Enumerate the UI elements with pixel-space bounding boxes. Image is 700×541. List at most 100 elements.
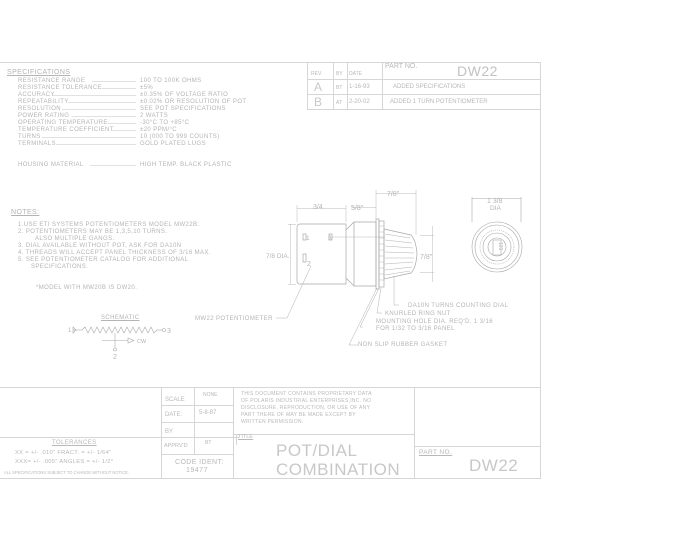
note-line: 4. THREADS WILL ACCEPT PANEL THICKNESS O…: [18, 250, 211, 256]
rev-date: 2-20-02: [349, 99, 370, 105]
dim-face-dia-bottom: DIA: [490, 205, 502, 212]
spec-label: TURNS: [18, 134, 41, 140]
spec-label: RESISTANCE TOLERANCE: [18, 85, 103, 91]
tolerances-line-1: XX = +/- .010" FRACT. = +/- 1/64": [15, 450, 112, 456]
spec-value: ±0.02% OR RESOLUTION OF POT: [140, 99, 247, 105]
title-label: TITLE: [238, 434, 253, 440]
proprietary-line: WRITTEN PERMISSION.: [241, 419, 304, 425]
rev-description: ADDED 1 TURN POTENTIOMETER: [390, 99, 488, 105]
counting-dial: [383, 228, 418, 280]
spec-value: ±5%: [140, 85, 154, 91]
counter-window: [492, 239, 502, 256]
date-header: DATE: [349, 71, 362, 77]
spec-value: 10 (000 TO 999 COUNTS): [140, 134, 220, 140]
by-header: BY: [336, 71, 343, 77]
proprietary-line: OF POLARIS INDUSTRIAL ENTERPRISES,INC. N…: [241, 398, 372, 404]
rev-letter: A: [314, 80, 323, 94]
note-line: 3. DIAL AVAILABLE WITHOUT POT, ASK FOR D…: [18, 243, 182, 249]
dim-body-dia: 7/8 DIA.: [266, 253, 290, 260]
proprietary-line: THIS DOCUMENT CONTAINS PROPRIETARY DATA: [241, 391, 372, 397]
callout-gasket: NON SLIP RUBBER GASKET: [358, 342, 447, 348]
code-ident-label: CODE IDENT:: [175, 459, 224, 466]
by-label: BY: [165, 429, 174, 435]
approved-value: BT: [205, 440, 212, 446]
spec-value: 2 WATTS: [140, 113, 169, 119]
schematic-title: SCHEMATIC: [101, 315, 140, 321]
spec-label: HOUSING MATERIAL: [18, 162, 84, 168]
spec-value: ±20 PPM/°C: [140, 127, 178, 133]
rev-date: 1-16-93: [349, 84, 370, 90]
schematic-pin-1: 1: [68, 328, 72, 334]
rev-header: REV.: [311, 71, 323, 77]
note-line: 1.USE ETI SYSTEMS POTENTIOMETERS MODEL M…: [18, 222, 200, 228]
spec-value: ±0.35% OF VOLTAGE RATIO: [140, 92, 229, 98]
part-no-label: PART NO.: [419, 449, 453, 456]
callout-hole-1: MOUNTING HOLE DIA. REQ'D. 1 3/16: [376, 319, 493, 325]
note-line: 5. SEE POTENTIOMETER CATALOG FOR ADDITIO…: [18, 257, 189, 263]
part-no-value: DW22: [469, 456, 519, 475]
rev-part-no: DW22: [457, 63, 498, 79]
counter-digits: 123: [497, 242, 503, 251]
callout-ring: KNURLED RING NUT: [385, 311, 451, 317]
note-line: SPECIFICATIONS.: [31, 264, 89, 270]
scale-label: SCALE: [165, 397, 185, 403]
dim-body-length: 3/4: [313, 204, 323, 211]
dim-dial-length: 7/8": [387, 191, 400, 198]
resistor-zigzag: [81, 326, 158, 334]
callout-pot: MW22 POTENTIOMETER: [195, 316, 273, 322]
tolerances-heading: TOLERANCES: [52, 440, 97, 446]
notes-heading: NOTES:: [11, 209, 40, 216]
spec-label: RESISTANCE RANGE: [18, 78, 86, 84]
callout-hole-2: FOR 1/32 TO 3/16 PANEL: [376, 326, 455, 332]
note-footnote: *MODEL WITH MW20B IS DW20.: [36, 285, 138, 291]
spec-label: TERMINALS: [18, 141, 56, 147]
note-line: 2. POTENTIOMETERS MAY BE 1,3,5,10 TURNS.: [18, 229, 168, 235]
spec-label: POWER RATING: [18, 113, 70, 119]
date-value: 5-8-87: [199, 410, 217, 416]
rev-letter: B: [314, 95, 323, 109]
title-line-2: COMBINATION: [276, 460, 401, 479]
approved-label: APPRV'D: [164, 443, 188, 449]
code-ident-value: 19477: [186, 467, 208, 474]
front-outer-ring: [471, 221, 523, 273]
dim-dial-height: 7/8": [420, 254, 433, 261]
spec-leader-lines: [42, 81, 136, 166]
dim-face-dia-top: 1 3/8: [487, 198, 503, 205]
specifications-heading: SPECIFICATIONS: [7, 69, 71, 76]
terminal-3-label: 3: [328, 235, 332, 242]
scale-value: NONE: [203, 392, 218, 398]
tolerances-line-2: XXX= +/- .005" ANGLES = +/- 1/2°: [15, 459, 114, 465]
spec-value: 100 TO 100K OHMS: [140, 78, 202, 84]
schematic-pin-2: 2: [113, 354, 117, 361]
spec-label: REPEATABILITY: [18, 99, 69, 105]
outer-frame: [0, 62, 541, 479]
spec-label: TEMPERATURE COEFFICIENT: [18, 127, 114, 133]
spec-value: SEE POT SPECIFICATIONS: [140, 106, 226, 112]
rev-by: BT: [336, 85, 343, 91]
schematic-diagram: 1 3 2 CW: [68, 326, 171, 361]
disclaimer: ALL SPECIFICATIONS SUBJECT TO CHANGE WIT…: [4, 470, 130, 475]
spec-value: -30°C TO +85°C: [140, 120, 190, 126]
spec-label: RESOLUTION: [18, 106, 62, 112]
rev-by: AT: [336, 100, 343, 106]
schematic-pin-3: 3: [167, 328, 171, 335]
rev-description: ADDED SPECIFICATIONS: [393, 84, 466, 90]
proprietary-line: DISCLOSURE, REPRODUCTION, OR USE OF ANY: [241, 405, 371, 411]
note-line: ALSO MULTIPLE GANGS.: [35, 236, 115, 242]
title-line-1: POT/DIAL: [276, 441, 358, 460]
spec-label: ACCURACY: [18, 92, 55, 98]
callout-dial: DA10N TURNS COUNTING DIAL: [408, 303, 509, 309]
spec-value: HIGH TEMP. BLACK PLASTIC: [140, 162, 232, 168]
rev-part-no-label: PART NO.: [385, 63, 418, 70]
dim-shoulder: 5/8": [351, 205, 364, 212]
date-label: DATE:: [165, 412, 183, 418]
spec-label: OPERATING TEMPERATURE: [18, 120, 108, 126]
terminal-2-label: 2: [307, 261, 311, 268]
pot-body: [296, 223, 347, 285]
spec-value: GOLD PLATED LUGS: [140, 141, 206, 147]
proprietary-line: PART THERE OF MAY BE MADE EXCEPT BY: [241, 412, 356, 418]
